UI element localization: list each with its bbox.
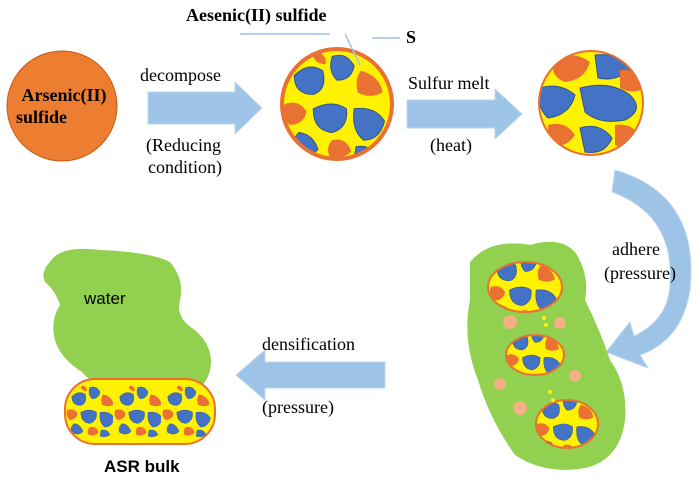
water-blob — [43, 248, 212, 397]
sulfur-droplet — [554, 317, 566, 329]
sulfur-droplet — [551, 398, 555, 402]
sulfur-droplet — [569, 370, 581, 382]
sulfur-droplet — [542, 316, 546, 320]
adhere-curved-arrow — [605, 169, 692, 369]
adhered-particle-3 — [535, 399, 599, 449]
arsenic-sulfide-line-1: Arsenic(II) — [21, 85, 107, 105]
reducing-line-2: condition) — [148, 157, 222, 177]
melted-particle — [538, 50, 644, 156]
decomposed-particle — [280, 47, 394, 161]
decompose-label: decompose — [140, 65, 221, 85]
sulfur-droplet — [544, 323, 548, 327]
arsenic-sulfide-label: Arsenic(II) sulfide — [14, 84, 114, 128]
sulfur-melt-arrow — [406, 87, 523, 141]
densification-label: densification — [262, 334, 355, 354]
aesenic-sulfide-label: Aesenic(II) sulfide — [186, 5, 327, 25]
adhered-particle-2 — [505, 334, 565, 376]
adhere-pressure-label: (pressure) — [604, 263, 676, 283]
adhere-label: adhere — [612, 239, 660, 259]
arsenic-sulfide-sphere — [6, 50, 118, 162]
adhered-particle-1 — [487, 261, 563, 313]
reducing-condition-label: (Reducing condition) — [146, 134, 222, 178]
arsenic-sulfide-line-2: sulfide — [16, 107, 68, 127]
heat-label: (heat) — [430, 135, 472, 155]
sulfur-droplet — [548, 390, 552, 394]
asr-bulk — [64, 378, 216, 445]
densification-arrow — [235, 348, 386, 402]
decompose-arrow — [147, 80, 263, 136]
asr-bulk-label: ASR bulk — [104, 457, 180, 476]
reducing-line-1: (Reducing — [146, 135, 221, 155]
densification-pressure-label: (pressure) — [262, 397, 334, 417]
s-label: S — [406, 27, 417, 47]
sulfur-melt-label: Sulfur melt — [408, 73, 490, 93]
sulfur-droplet — [494, 378, 506, 390]
water-label: water — [84, 289, 126, 308]
sulfur-droplet — [503, 315, 517, 329]
s-leader-line — [344, 33, 361, 66]
sulfur-droplet — [513, 401, 527, 415]
